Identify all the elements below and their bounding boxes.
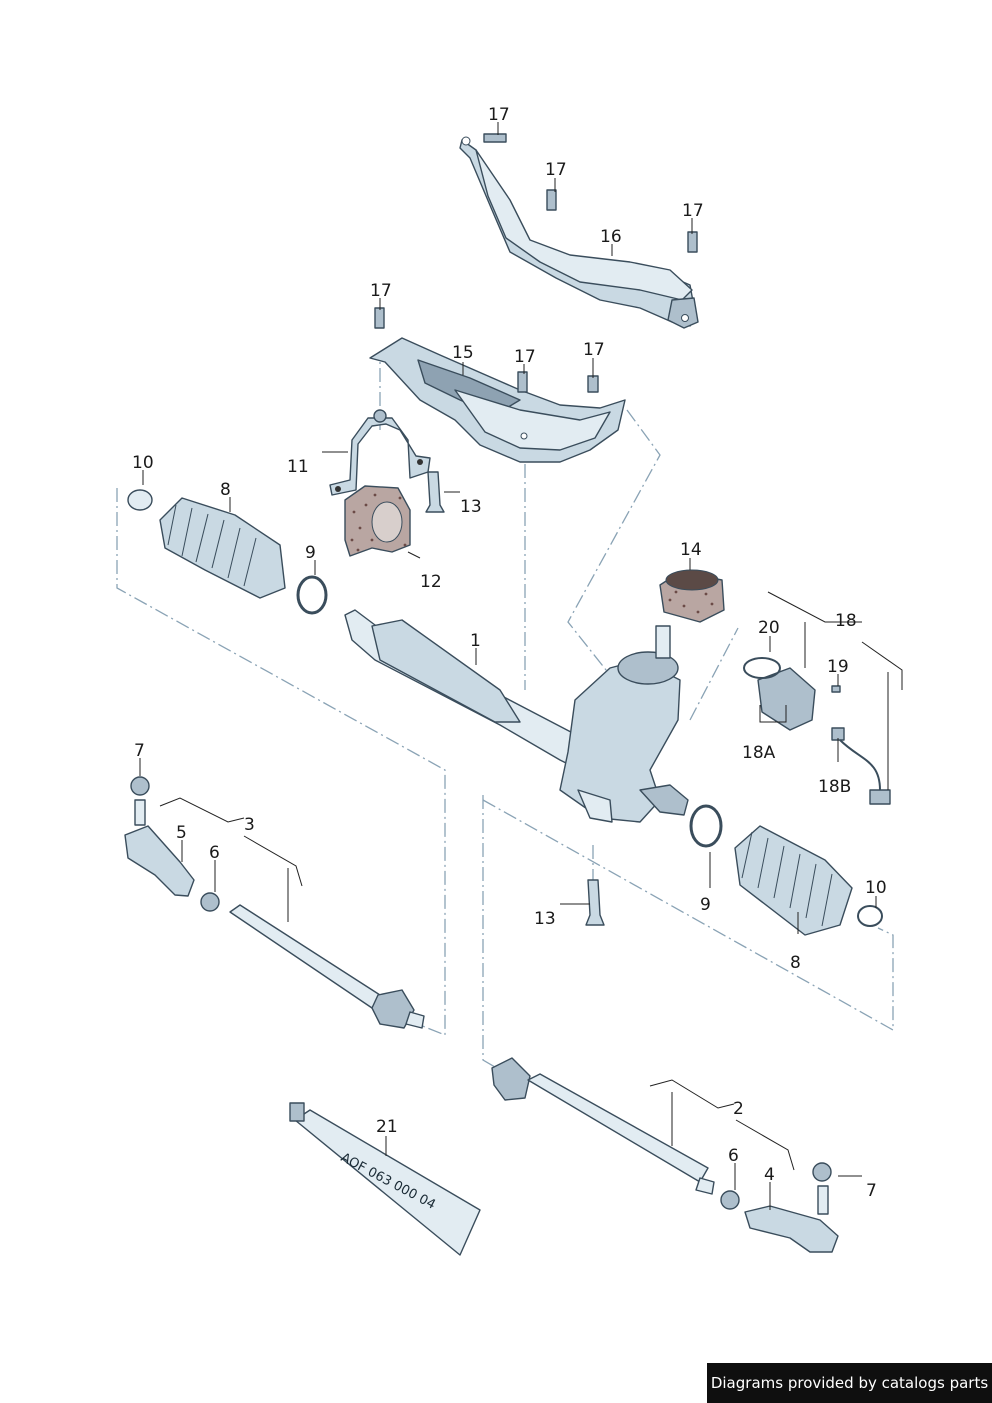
label-17-e: 17 bbox=[514, 347, 536, 367]
label-8-a: 8 bbox=[220, 480, 231, 500]
label-14: 14 bbox=[680, 540, 702, 560]
label-19: 19 bbox=[827, 657, 849, 677]
rubber-bush bbox=[344, 485, 411, 557]
label-10-b: 10 bbox=[865, 878, 887, 898]
label-9-b: 9 bbox=[700, 895, 711, 915]
label-17-b: 17 bbox=[545, 160, 567, 180]
part-labels: 17 17 17 16 17 15 17 17 11 13 12 10 8 9 … bbox=[132, 105, 887, 1201]
label-11: 11 bbox=[287, 457, 309, 477]
left-boot bbox=[127, 489, 328, 615]
label-3: 3 bbox=[244, 815, 255, 835]
heat-shield-lower bbox=[369, 337, 626, 463]
label-18B: 18B bbox=[818, 777, 851, 797]
foam-seal bbox=[659, 569, 725, 623]
label-7-a: 7 bbox=[134, 741, 145, 761]
assembly-lines bbox=[116, 355, 894, 1071]
label-20: 20 bbox=[758, 618, 780, 638]
label-6-b: 6 bbox=[728, 1146, 739, 1166]
label-8-b: 8 bbox=[790, 953, 801, 973]
credit-banner: Diagrams provided by catalogs parts bbox=[707, 1363, 992, 1403]
steering-sensor bbox=[743, 657, 891, 805]
label-2: 2 bbox=[733, 1099, 744, 1119]
label-10-a: 10 bbox=[132, 453, 154, 473]
label-18A: 18A bbox=[742, 743, 776, 763]
bolts bbox=[374, 133, 698, 926]
label-6-a: 6 bbox=[209, 843, 220, 863]
label-16: 16 bbox=[600, 227, 622, 247]
label-5: 5 bbox=[176, 823, 187, 843]
label-17-a: 17 bbox=[488, 105, 510, 125]
label-18: 18 bbox=[835, 611, 857, 631]
label-12: 12 bbox=[420, 572, 442, 592]
label-17-f: 17 bbox=[583, 340, 605, 360]
label-13-b: 13 bbox=[534, 909, 556, 929]
left-tie-rod bbox=[124, 776, 425, 1029]
label-7-b: 7 bbox=[866, 1181, 877, 1201]
label-1: 1 bbox=[470, 631, 481, 651]
heat-shield-upper bbox=[459, 136, 699, 329]
label-17-d: 17 bbox=[370, 281, 392, 301]
right-tie-rod bbox=[491, 1057, 839, 1253]
label-13-a: 13 bbox=[460, 497, 482, 517]
right-boot bbox=[689, 804, 883, 936]
label-21: 21 bbox=[376, 1117, 398, 1137]
steering-rack bbox=[344, 609, 689, 823]
label-15: 15 bbox=[452, 343, 474, 363]
label-9-a: 9 bbox=[305, 543, 316, 563]
label-4: 4 bbox=[764, 1165, 775, 1185]
label-17-c: 17 bbox=[682, 201, 704, 221]
mounting-clamp bbox=[329, 409, 431, 496]
leader-lines bbox=[139, 122, 903, 1210]
